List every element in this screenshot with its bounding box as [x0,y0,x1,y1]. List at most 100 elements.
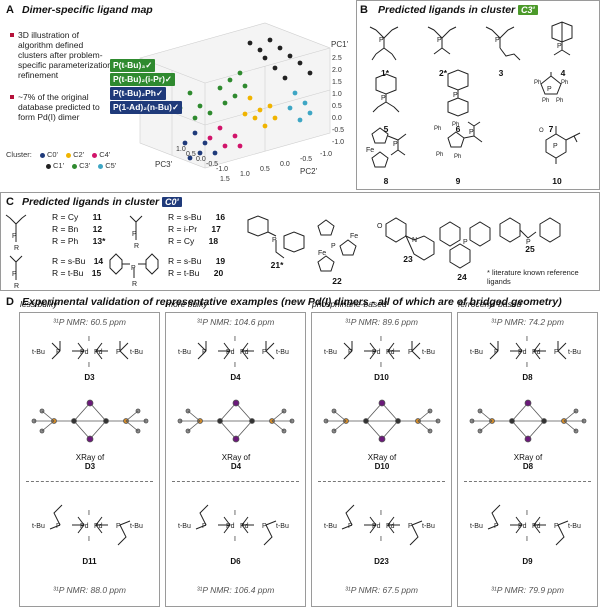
nmr-bottom: ³¹P NMR: 106.4 ppm [196,585,275,595]
r-group-14: R = s-Bu [52,256,86,266]
svg-text:P: P [463,239,468,246]
xray-label-id: D10 [374,462,390,471]
compound-1-label: 1* [380,68,390,78]
ligand-number-16: 16 [215,212,226,222]
cluster-point [247,95,253,101]
tbu-label: t-Bu [422,523,435,530]
compound-21-label: 21* [270,260,284,270]
cluster-name-c0: C0' [46,150,58,159]
r-group-20: R = t-Bu [168,268,200,278]
reference-ligands-note: * literature known reference ligands [487,268,579,286]
cluster-legend-label: Cluster: [6,150,32,159]
x-tick-label: -0.5 [300,156,313,163]
cluster-point [262,123,268,129]
structure-4 [551,21,573,56]
ligand-number-17: 17 [211,224,221,234]
cluster-point [292,90,298,96]
palladium-label: Pd [386,349,395,356]
compound-6-label: 6 [455,124,461,134]
svg-text:Ph: Ph [542,98,549,104]
cluster-point [187,90,193,96]
compound-8-label: 8 [383,176,389,186]
cluster-point [257,47,263,53]
column-title: more bulky [166,299,208,309]
palladium-label: Pd [80,523,89,530]
tbu-label: t-Bu [324,523,337,530]
ligand-row-18: R = Cy 18 [168,236,218,246]
dimer-top-structure: P P Pd Pd I I t-Bu t-Bu [324,336,435,369]
x-tick-label: 1.5 [220,176,230,183]
cluster-dot-c2 [66,152,72,158]
dimer-bottom-structure: P P Pd Pd I I t-Bu t-Bu [324,504,435,546]
ligand-label-ptbu2ipr: P(t-Bu)₂(i-Pr)✓ [110,73,176,86]
phosphorus-label: P [202,523,207,530]
structure-5 [372,73,400,113]
dimer-top-structure: P P Pd Pd I I t-Bu t-Bu [32,336,143,369]
ligand-row-16: R = s-Bu 16 [168,212,225,222]
cluster-point [217,125,223,131]
panel-c-title: Predicted ligands in cluster C0' [22,196,182,208]
cluster-point [247,40,253,46]
cluster-point [232,133,238,139]
xray-label-text: XRay of [513,453,543,462]
cluster-point [297,60,303,66]
axis-label-pc3: PC3' [155,160,173,169]
tbu-label: t-Bu [130,523,143,530]
cluster-point [287,105,293,111]
cluster-point [242,111,248,117]
xray-structure [469,399,587,443]
cluster-point [217,85,223,91]
iodide-label: I [526,536,528,543]
palladium-label: Pd [240,523,249,530]
cluster-point [297,117,303,123]
tbu-label: t-Bu [276,349,289,356]
palladium-label: Pd [240,349,249,356]
y-tick-label: -0.5 [206,161,219,168]
tbu-label: t-Bu [130,349,143,356]
panel-a-title: Dimer-specific ligand map [22,4,153,16]
cluster-dot-c1 [46,163,51,169]
cluster-point [242,83,248,89]
svg-text:Fe: Fe [318,250,326,257]
r-group-16: R = s-Bu [168,212,202,222]
phosphorus-label: P [408,349,413,356]
tbu-label: t-Bu [32,349,45,356]
z-tick-label: 1.0 [332,91,342,98]
tbu-label: t-Bu [324,349,337,356]
cluster-point [212,150,218,156]
compound-2-label: 2* [438,68,448,78]
cluster-dot-c5 [98,163,104,169]
cluster-point [207,110,213,116]
dimer-bottom-structure: P P Pd Pd I I t-Bu t-Bu [32,504,143,546]
cluster-point [267,37,273,43]
column-title: ferrocenyl-based [458,299,522,309]
svg-text:P: P [547,86,552,93]
cluster-name-c4: C4' [99,150,111,159]
nmr-top: ³¹P NMR: 60.5 ppm [53,317,126,327]
ligand-number-12: 12 [92,224,103,234]
nmr-top: ³¹P NMR: 89.6 ppm [345,317,418,327]
dimer-top-id: D8 [522,373,533,382]
iodide-label: I [234,536,236,543]
panel-d-letter: D [6,296,14,308]
cluster-point [307,70,313,76]
ligand-row-12: R = Bn 12 [52,224,102,234]
xray-label-id: D3 [84,462,96,471]
iodide-label: I [234,510,236,517]
compound-24-label: 24 [457,272,467,282]
cluster-point [237,143,243,149]
column-divider [318,481,445,482]
compound-5-label: 5 [383,124,389,134]
phosphorus-label: P [56,523,61,530]
cluster-dot-c4 [92,152,98,158]
cluster-point [197,103,203,109]
xray-label-text: XRay of [75,453,105,462]
dimer-top-id: D10 [374,373,389,382]
iodide-label: I [88,336,90,343]
palladium-label: Pd [80,349,89,356]
svg-text:O: O [377,223,383,230]
bullet-clusters: 3D illustration of algorithm defined clu… [10,30,113,80]
r-group-13: R = Ph [52,236,79,246]
